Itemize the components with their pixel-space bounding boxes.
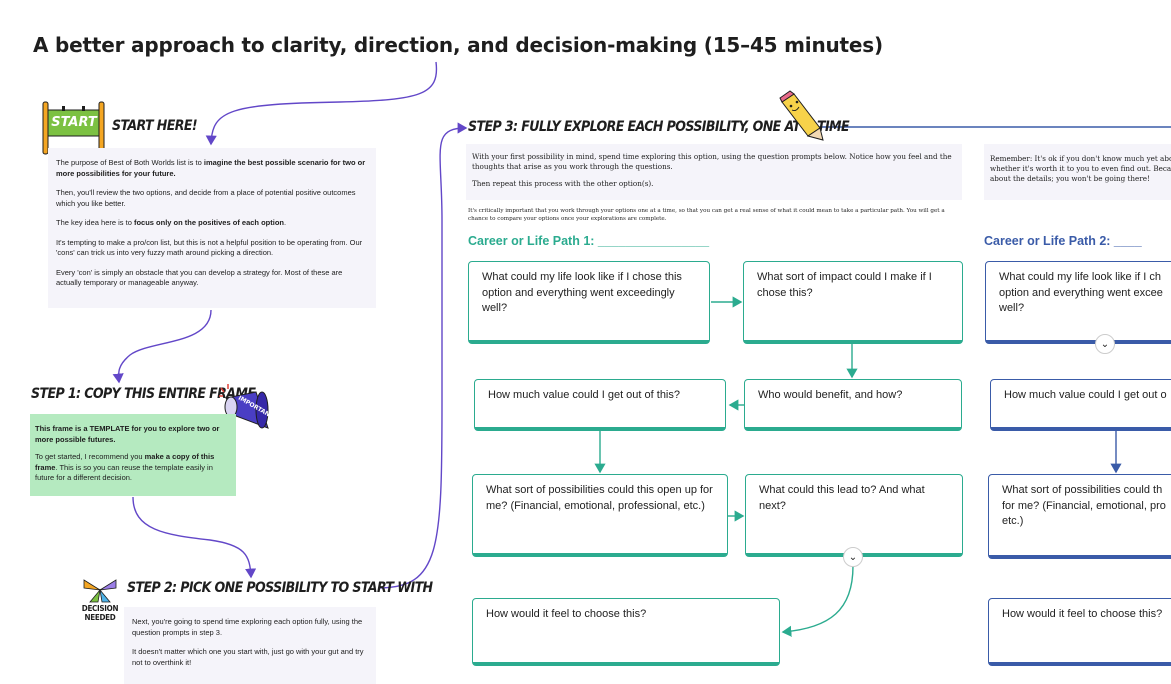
- start-p3-a: The key idea here is to: [56, 218, 134, 227]
- step2-p1: Next, you're going to spend time explori…: [132, 617, 363, 637]
- start-p5: Every 'con' is simply an obstacle that y…: [56, 267, 343, 288]
- step3-important-note: It's critically important that you work …: [468, 208, 945, 222]
- step1-p1: This frame is a TEMPLATE for you to expl…: [35, 424, 220, 444]
- path1-q-life[interactable]: What could my life look like if I chose …: [468, 261, 710, 344]
- path1-chevron-down-icon[interactable]: ⌄: [843, 547, 863, 567]
- page-title: A better approach to clarity, direction,…: [33, 33, 883, 57]
- remember-note: Remember: It's ok if you don't know much…: [984, 144, 1171, 200]
- path2-q-possibilities[interactable]: What sort of possibilities could th for …: [988, 474, 1171, 559]
- step1-heading: STEP 1: COPY THIS ENTIRE FRAME: [31, 386, 256, 402]
- arrow-lead-to-feel: [781, 565, 854, 637]
- remember-line-3: about the details; you won't be going th…: [990, 174, 1150, 183]
- step2-note: Next, you're going to spend time explori…: [124, 607, 376, 684]
- start-p1-b: imagine the best possible scenario for t…: [56, 158, 366, 178]
- path1-q-impact[interactable]: What sort of impact could I make if I ch…: [743, 261, 963, 344]
- remember-line-1: Remember: It's ok if you don't know much…: [990, 154, 1171, 163]
- step3-heading: STEP 3: FULLY EXPLORE EACH POSSIBILITY, …: [468, 119, 850, 135]
- step2-heading: STEP 2: PICK ONE POSSIBILITY TO START WI…: [127, 580, 433, 596]
- start-sign-text: START: [51, 115, 97, 130]
- path2-q-life[interactable]: What could my life look like if I ch opt…: [985, 261, 1171, 344]
- step1-p2-a: To get started, I recommend you: [35, 452, 145, 461]
- start-note: The purpose of Best of Both Worlds list …: [48, 148, 376, 308]
- path2-title: Career or Life Path 2: ____: [984, 234, 1142, 248]
- connector-step2-to-step3: [377, 122, 468, 589]
- step2-p2: It doesn't matter which one you start wi…: [132, 647, 364, 667]
- path1-title: Career or Life Path 1: ________________: [468, 234, 710, 248]
- path1-q-value[interactable]: How much value could I get out of this?: [474, 379, 726, 431]
- start-p1-a: The purpose of Best of Both Worlds list …: [56, 158, 204, 167]
- path2-q-value[interactable]: How much value could I get out o: [990, 379, 1171, 431]
- path2-q-feel[interactable]: How would it feel to choose this?: [988, 598, 1171, 666]
- step1-p2-c: . This is so you can reuse the template …: [35, 462, 213, 483]
- start-p3-c: .: [283, 218, 287, 227]
- step1-p2-b: make a copy of this frame: [35, 452, 215, 472]
- decision-label-1: DECISION: [81, 604, 119, 613]
- connector-step1-to-step2: [132, 496, 257, 579]
- pencil-icon: [778, 90, 826, 142]
- step3-p1: With your first possibility in mind, spe…: [472, 152, 952, 171]
- start-p4: It's tempting to make a pro/con list, bu…: [56, 237, 363, 258]
- start-p2: Then, you'll review the two options, and…: [56, 188, 356, 208]
- path2-chevron-down-icon[interactable]: ⌄: [1095, 334, 1115, 354]
- decision-needed-icon: DECISION NEEDED: [80, 576, 120, 624]
- step3-note: With your first possibility in mind, spe…: [466, 144, 962, 200]
- connector-title-to-start: [205, 61, 438, 146]
- remember-line-2: whether it's worth it to you to even fin…: [990, 164, 1171, 173]
- step1-note: This frame is a TEMPLATE for you to expl…: [30, 414, 236, 496]
- megaphone-icon: IMPORTANT: [218, 382, 278, 440]
- path1-q-feel[interactable]: How would it feel to choose this?: [472, 598, 780, 666]
- path1-q-possibilities[interactable]: What sort of possibilities could this op…: [472, 474, 728, 557]
- start-heading: START HERE!: [112, 118, 198, 134]
- connector-start-to-step1: [112, 309, 212, 384]
- decision-label-2: NEEDED: [84, 613, 116, 622]
- start-sign-icon: START: [40, 100, 108, 156]
- start-p3-b: focus only on the positives of each opti…: [133, 218, 284, 227]
- path1-q-lead[interactable]: What could this lead to? And what next?: [745, 474, 963, 557]
- path1-q-benefit[interactable]: Who would benefit, and how?: [744, 379, 962, 431]
- step3-p2: Then repeat this process with the other …: [472, 179, 654, 188]
